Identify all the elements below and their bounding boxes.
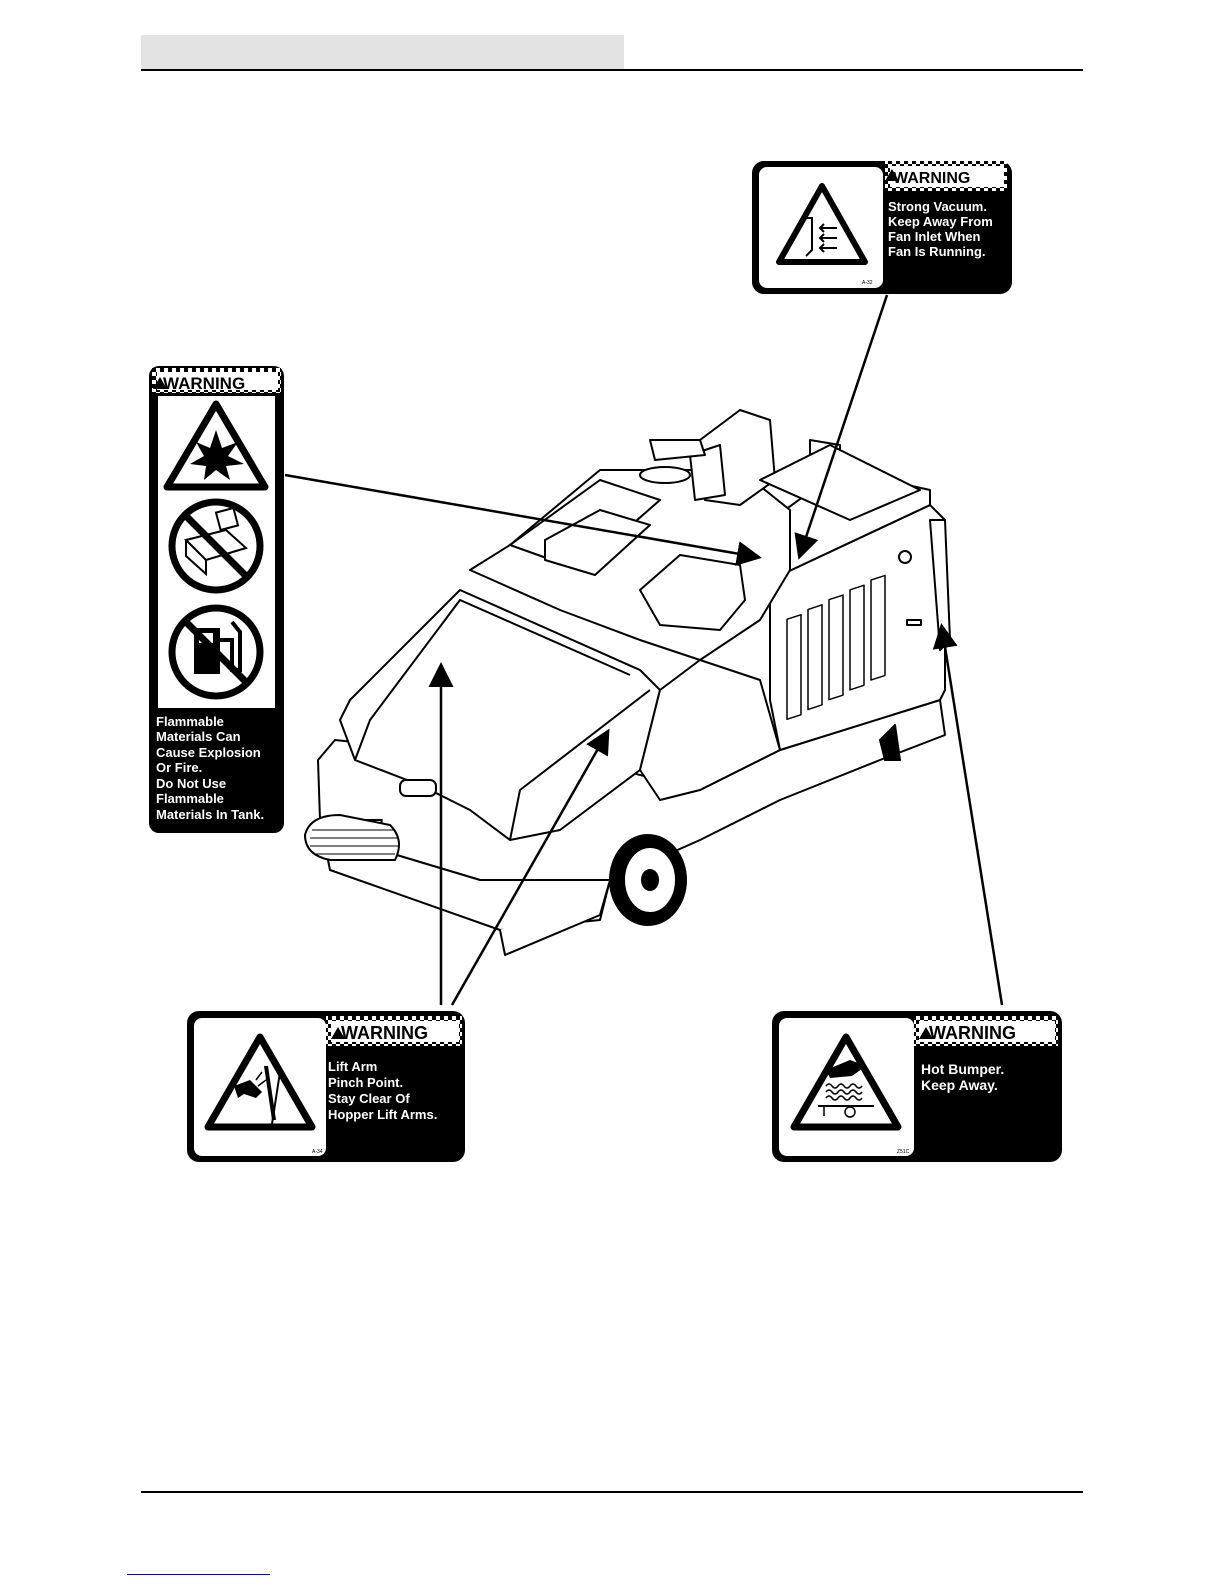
- bumper-line-1: Hot Bumper.: [921, 1061, 1004, 1077]
- warning-label-liftarm: WARNING A-34 Lift Arm Pinch Point. Stay …: [187, 1011, 465, 1162]
- flammable-line-3: Cause Explosion: [156, 745, 261, 760]
- vacuum-label-code: A-32: [862, 280, 873, 286]
- liftarm-warning-heading: WARNING: [341, 1023, 428, 1043]
- vacuum-line-3: Fan Inlet When: [888, 229, 981, 244]
- warning-label-flammable: WARNING Flammable Materials Can Cause Ex…: [149, 366, 284, 833]
- flammable-line-7: Materials In Tank.: [156, 807, 264, 822]
- warning-label-vacuum: WARNING A-32 Strong Vacuum. Keep Away Fr…: [752, 161, 1012, 294]
- flammable-line-1: Flammable: [156, 714, 224, 729]
- warning-label-bumper: WARNING Z51C Hot Bumper. Keep Away.: [772, 1011, 1062, 1162]
- flammable-warning-heading: WARNING: [163, 374, 245, 393]
- liftarm-line-2: Pinch Point.: [328, 1075, 403, 1090]
- bumper-label-code: Z51C: [897, 1149, 910, 1155]
- vacuum-line-1: Strong Vacuum.: [888, 199, 987, 214]
- vacuum-line-2: Keep Away From: [888, 214, 993, 229]
- bumper-line-2: Keep Away.: [921, 1077, 998, 1093]
- flammable-line-5: Do Not Use: [156, 776, 226, 791]
- bumper-warning-heading: WARNING: [929, 1023, 1016, 1043]
- liftarm-label-code: A-34: [312, 1149, 323, 1155]
- flammable-line-6: Flammable: [156, 791, 224, 806]
- liftarm-line-3: Stay Clear Of: [328, 1091, 410, 1106]
- vacuum-warning-heading: WARNING: [893, 170, 970, 187]
- liftarm-line-1: Lift Arm: [328, 1059, 377, 1074]
- flammable-line-2: Materials Can: [156, 729, 241, 744]
- no-fuel-icon: [172, 608, 260, 696]
- no-flammable-icon: [172, 502, 260, 590]
- floor-sweeper-icon: [248, 410, 950, 955]
- flammable-line-4: Or Fire.: [156, 760, 202, 775]
- arrow-bumper: [942, 628, 1002, 1005]
- liftarm-line-4: Hopper Lift Arms.: [328, 1107, 437, 1122]
- vacuum-line-4: Fan Is Running.: [888, 244, 986, 259]
